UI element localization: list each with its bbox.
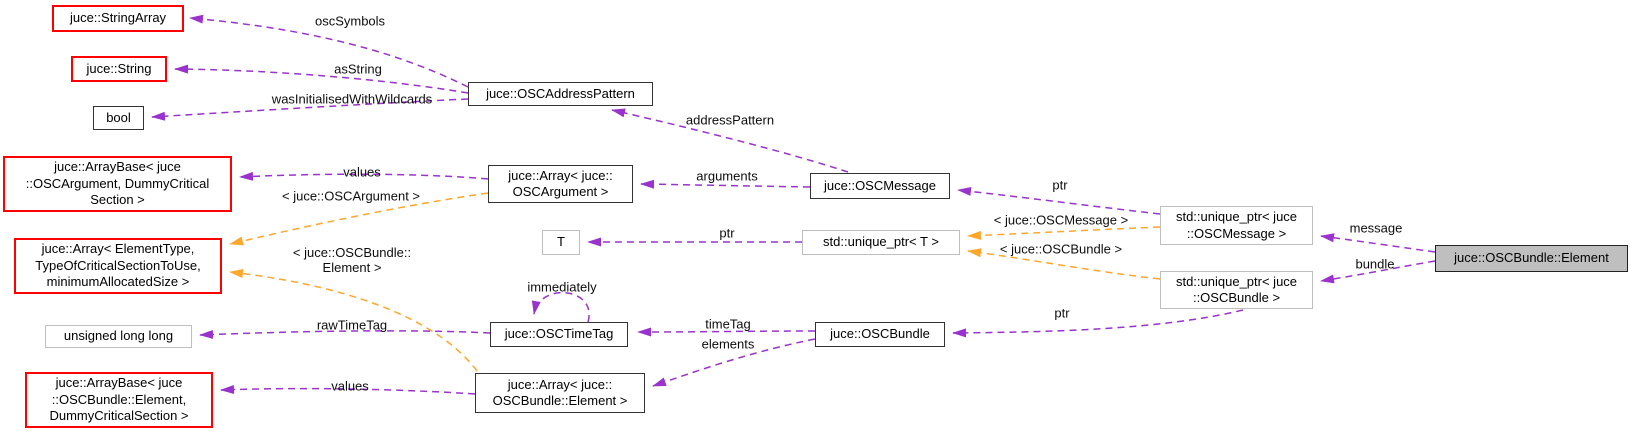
node-juce-arraybase-oscbundle-element[interactable]: juce::ArrayBase< juce ::OSCBundle::Eleme… — [25, 372, 213, 428]
node-std-unique-ptr-oscmessage: std::unique_ptr< juce ::OSCMessage > — [1160, 206, 1313, 245]
edge-bundle — [1320, 260, 1436, 284]
edge-values-arguments — [239, 171, 489, 181]
edge-timetag — [637, 327, 816, 337]
edge-asstring — [174, 64, 469, 94]
edge-message — [1320, 233, 1436, 253]
node-std-unique-ptr-t: std::unique_ptr< T > — [802, 230, 960, 255]
node-juce-array-template[interactable]: juce::Array< ElementType, TypeOfCritical… — [14, 238, 222, 294]
edge-arguments — [640, 179, 811, 189]
node-t: T — [542, 230, 580, 255]
edge-values-elements — [220, 385, 476, 395]
edge-rawtimetag — [199, 329, 491, 339]
edge-ptr-bundle — [952, 309, 1244, 338]
edge-addresspattern — [611, 108, 849, 173]
edge-template-unique-ptr-oscbundle — [967, 248, 1161, 280]
node-juce-stringarray[interactable]: juce::StringArray — [52, 5, 184, 32]
node-unsigned-long-long: unsigned long long — [45, 325, 192, 348]
node-bool: bool — [93, 106, 144, 130]
node-juce-oscbundle-element: juce::OSCBundle::Element — [1435, 245, 1628, 272]
node-juce-oscmessage[interactable]: juce::OSCMessage — [810, 173, 950, 199]
edge-ptr-message — [957, 186, 1161, 215]
node-juce-osctimetag[interactable]: juce::OSCTimeTag — [490, 322, 628, 347]
edge-wasinitialisedwithwildcards — [151, 98, 469, 121]
edge-template-unique-ptr-oscmessage — [967, 226, 1161, 240]
node-juce-oscbundle[interactable]: juce::OSCBundle — [815, 322, 945, 347]
node-juce-arraybase-oscargument[interactable]: juce::ArrayBase< juce ::OSCArgument, Dum… — [3, 156, 232, 212]
node-juce-string[interactable]: juce::String — [71, 56, 167, 82]
node-juce-oscaddresspattern[interactable]: juce::OSCAddressPattern — [468, 82, 653, 106]
node-std-unique-ptr-oscbundle: std::unique_ptr< juce ::OSCBundle > — [1160, 271, 1313, 309]
edge-elements — [652, 338, 816, 387]
edge-oscsymbols — [189, 14, 469, 88]
edge-template-oscargument — [229, 192, 489, 246]
node-juce-array-oscargument[interactable]: juce::Array< juce:: OSCArgument > — [488, 165, 633, 203]
edge-template-oscbundle-element — [229, 269, 478, 372]
edge-immediately-selfloop — [531, 291, 590, 323]
node-juce-array-oscbundle-element[interactable]: juce::Array< juce:: OSCBundle::Element > — [475, 373, 645, 413]
